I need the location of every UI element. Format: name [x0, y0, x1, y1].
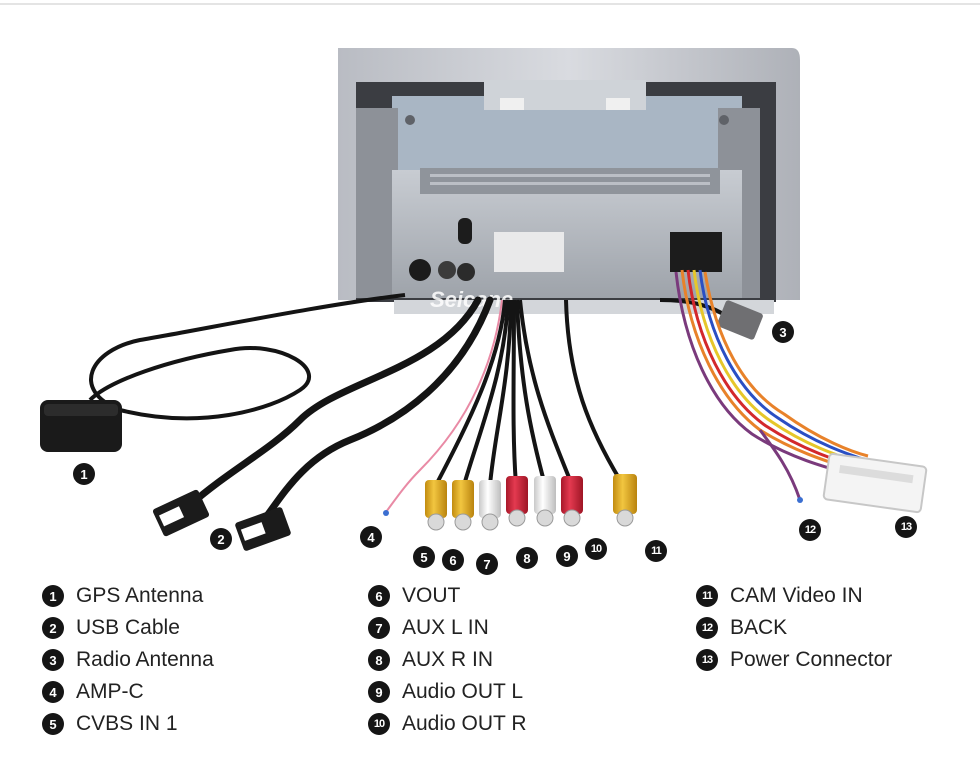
- legend-label: Audio OUT R: [402, 712, 527, 735]
- legend-badge: 9: [368, 681, 390, 703]
- legend-badge: 13: [696, 649, 718, 671]
- callout-badge-6: 6: [442, 549, 464, 571]
- callout-badge-11: 11: [645, 540, 667, 562]
- legend-item: 7 AUX L IN: [368, 612, 527, 644]
- callout-badge-7: 7: [476, 553, 498, 575]
- rca-connectors: [425, 474, 637, 531]
- legend-label: BACK: [730, 616, 788, 639]
- legend-item: 8 AUX R IN: [368, 644, 527, 676]
- legend-label: Power Connector: [730, 648, 893, 671]
- callout-badge-8: 8: [516, 547, 538, 569]
- callout-badge-10: 10: [585, 538, 607, 560]
- legend-item: 3 Radio Antenna: [42, 644, 214, 676]
- back-wire-tip: [797, 497, 803, 503]
- head-unit: Seicane: [338, 48, 800, 314]
- legend-label: Audio OUT L: [402, 680, 524, 703]
- usb-cables: [186, 296, 494, 529]
- legend-item: 13 Power Connector: [696, 644, 892, 676]
- callout-badge-9: 9: [556, 545, 578, 567]
- callout-badge-2: 2: [210, 528, 232, 550]
- callout-badge-4: 4: [360, 526, 382, 548]
- legend-badge: 2: [42, 617, 64, 639]
- legend-label: CAM Video IN: [730, 584, 863, 607]
- top-divider: [0, 3, 980, 5]
- rca-wires: [434, 299, 622, 486]
- legend-badge: 1: [42, 585, 64, 607]
- legend-badge: 5: [42, 713, 64, 735]
- legend-badge: 8: [368, 649, 390, 671]
- legend-label: AUX R IN: [402, 648, 494, 671]
- callout-badge-5: 5: [413, 546, 435, 568]
- legend-item: 2 USB Cable: [42, 612, 214, 644]
- callout-badge-13: 13: [895, 516, 917, 538]
- legend-label: VOUT: [402, 584, 461, 607]
- legend-badge: 3: [42, 649, 64, 671]
- legend-item: 9 Audio OUT L: [368, 676, 527, 708]
- legend-badge: 6: [368, 585, 390, 607]
- legend-item: 12 BACK: [696, 612, 892, 644]
- legend-badge: 7: [368, 617, 390, 639]
- legend-item: 1 GPS Antenna: [42, 580, 214, 612]
- legend-badge: 10: [368, 713, 390, 735]
- legend-label: AUX L IN: [402, 616, 489, 639]
- legend-label: USB Cable: [76, 616, 180, 639]
- callout-badge-12: 12: [799, 519, 821, 541]
- legend-label: CVBS IN 1: [76, 712, 178, 735]
- callout-badge-1: 1: [73, 463, 95, 485]
- amp-c-wire: [385, 299, 503, 513]
- legend-badge: 4: [42, 681, 64, 703]
- legend-item: 5 CVBS IN 1: [42, 708, 214, 740]
- legend-item: 6 VOUT: [368, 580, 527, 612]
- power-connector: [822, 452, 928, 514]
- legend-item: 10 Audio OUT R: [368, 708, 527, 740]
- legend-label: GPS Antenna: [76, 584, 204, 607]
- legend-badge: 11: [696, 585, 718, 607]
- wiring-photo: Seicane: [40, 48, 928, 551]
- legend-badge: 12: [696, 617, 718, 639]
- legend-label: AMP-C: [76, 680, 144, 703]
- legend-item: 4 AMP-C: [42, 676, 214, 708]
- legend-item: 11 CAM Video IN: [696, 580, 892, 612]
- legend-column-1: 1 GPS Antenna 2 USB Cable 3 Radio Antenn…: [42, 580, 214, 740]
- legend-label: Radio Antenna: [76, 648, 214, 671]
- callout-badge-3: 3: [772, 321, 794, 343]
- usb-plugs: [152, 489, 291, 551]
- amp-c-tip: [383, 510, 389, 516]
- gps-antenna: [40, 293, 406, 452]
- legend-column-2: 6 VOUT 7 AUX L IN 8 AUX R IN 9 Audio OUT…: [368, 580, 527, 740]
- legend-column-3: 11 CAM Video IN 12 BACK 13 Power Connect…: [696, 580, 892, 676]
